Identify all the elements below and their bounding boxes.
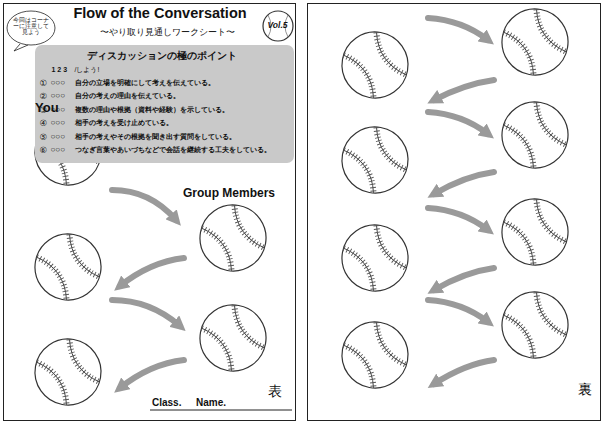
front-page: 表 今回はコーナーに注意して見よう Vol.5 ディスカッションの極のポイント 1 2 … (3, 3, 296, 421)
baseball (329, 309, 421, 401)
score-circles: ○○○ (51, 119, 66, 128)
flow-arrow (428, 208, 488, 230)
checkpoint-item: つなぎ言葉やあいづちなどで会話を継続する工夫をしている。 (75, 146, 271, 154)
flow-arrow (434, 360, 494, 384)
checkpoint-item: 複数の理由や根拠（資料や経験）を示している。 (75, 106, 229, 114)
page-side-mark: 裏 (578, 382, 592, 397)
flow-arrow (120, 258, 184, 286)
flow-arrow (434, 80, 494, 100)
volume-number: Vol.5 (262, 21, 294, 30)
item-number: ② (40, 92, 48, 101)
you-heading: You (35, 101, 59, 115)
item-number: ⑥ (40, 146, 48, 155)
class-field: Class. (152, 397, 181, 408)
score-circles: ○○○ (51, 133, 66, 142)
flow-arrow (428, 18, 488, 40)
page-side-mark: 表 (268, 384, 282, 399)
speech-bubble: 今回はコーナーに注意して見よう (6, 10, 56, 46)
flow-arrow (434, 268, 494, 290)
score-note: /しよう! (75, 66, 100, 74)
worksheet-title: Flow of the Conversation (58, 6, 262, 22)
baseball (489, 0, 581, 88)
flow-arrow (120, 360, 184, 388)
checkpoint-item: 自分の立場を明確にして考えを伝えている。 (75, 79, 215, 87)
flow-arrow (428, 112, 488, 134)
baseball (22, 221, 114, 313)
volume-badge: Vol.5 (262, 10, 294, 42)
baseball (489, 186, 581, 278)
baseball (187, 292, 279, 384)
flow-arrow (428, 300, 488, 322)
name-field: Name. (196, 397, 226, 408)
baseball (489, 89, 581, 181)
score-circles: ○○○ (51, 146, 66, 155)
baseball (22, 326, 114, 418)
baseball (329, 114, 421, 206)
group-heading: Group Members (183, 187, 275, 200)
bubble-note: 今回はコーナーに注意して見よう (11, 17, 51, 35)
baseball (187, 192, 279, 284)
back-page: 裏 (307, 3, 601, 421)
subtitle: 〜やり取り見通しワークシート〜 (100, 28, 235, 38)
flow-arrow (434, 172, 494, 194)
score-scale: 1 2 3 (52, 66, 68, 74)
panel-heading: ディスカッションの極のポイント (35, 50, 290, 61)
score-circles: ○○○ (51, 79, 66, 88)
checkpoint-panel: ディスカッションの極のポイント1 2 3/しよう!①○○○自分の立場を明確にして… (35, 45, 294, 163)
item-number: ① (40, 79, 48, 88)
checkpoint-item: 相手の考えを受け止めている。 (75, 119, 173, 127)
checkpoint-item: 自分の考えの理由を伝えている。 (75, 92, 180, 100)
flow-arrow (112, 300, 180, 326)
baseball (489, 279, 581, 371)
flow-arrow (112, 190, 176, 220)
score-circles: ○○○ (51, 92, 66, 101)
item-number: ④ (40, 119, 48, 128)
name-underline (150, 410, 292, 411)
baseball (329, 212, 421, 304)
checkpoint-item: 相手の考えやその根拠を聞き出す質問をしている。 (75, 133, 236, 141)
baseball (329, 19, 421, 111)
item-number: ⑤ (40, 133, 48, 142)
